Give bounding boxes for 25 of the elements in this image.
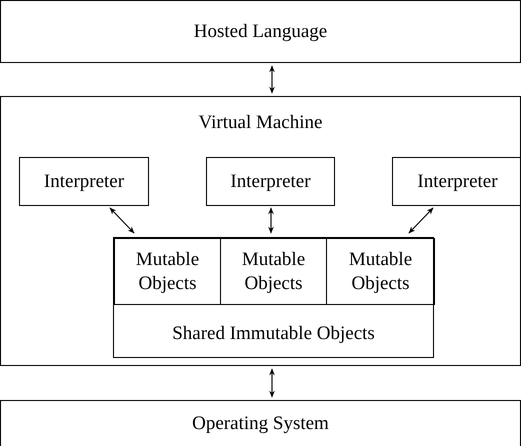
box-label: Hosted Language [194,20,328,44]
component-box [19,157,149,206]
component-box [114,238,221,305]
box-label: Shared Immutable Objects [172,322,375,346]
component-box [326,238,435,305]
double-arrow [269,65,275,94]
component-box [392,157,521,206]
component-box [220,238,327,305]
box-label: Mutable Objects [348,248,414,296]
box-label: Interpreter [44,170,124,194]
object-store-box [113,237,434,358]
component-box [206,157,335,206]
box-label: Operating System [192,412,329,436]
box-label: Interpreter [230,170,311,194]
double-arrow [269,368,275,398]
double-arrow [110,208,134,234]
double-arrow [408,208,434,234]
box-label: Interpreter [417,170,498,194]
component-box [0,0,521,63]
box-label: Mutable Objects [134,248,200,296]
box-label: Virtual Machine [198,111,322,135]
component-box [0,96,521,366]
box-label: Mutable Objects [240,248,306,296]
double-arrow [268,207,274,234]
component-box [0,400,521,446]
